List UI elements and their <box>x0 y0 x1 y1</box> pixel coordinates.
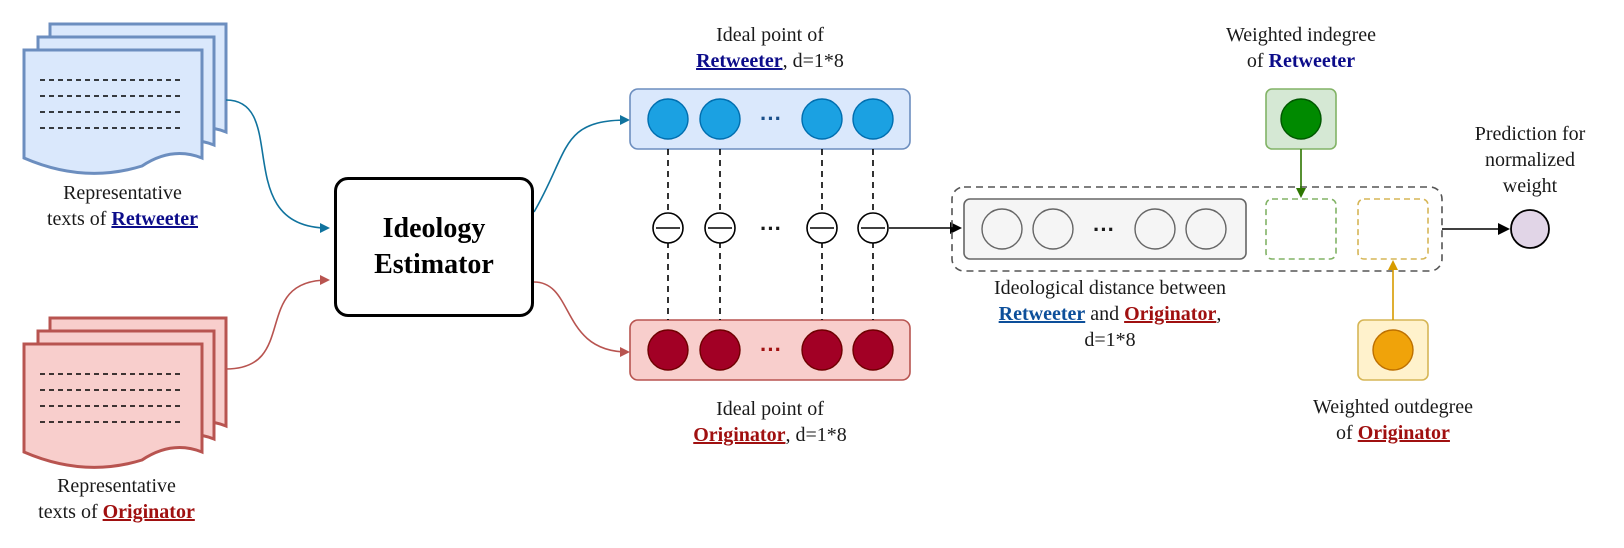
distance-caption-dim: d=1*8 <box>1084 329 1136 351</box>
distance-comma: , <box>1216 303 1222 325</box>
outdegree-caption-prefix: of <box>1336 422 1358 444</box>
distance-vector-node <box>1032 208 1074 250</box>
originator-texts-caption-line1: Representative <box>57 475 176 497</box>
retweeter-vector-ellipsis: ··· <box>760 106 782 131</box>
subtract-operator <box>857 212 889 244</box>
subtraction-ellipsis: ··· <box>760 216 782 241</box>
originator-texts-caption-prefix: texts of <box>38 501 103 523</box>
originator-ideal-point-vector: ··· <box>629 319 911 381</box>
distance-vector-node <box>1134 208 1176 250</box>
distance-caption-line1: Ideological distance between <box>993 277 1227 299</box>
weighted-indegree-node <box>1265 88 1337 150</box>
retweeter-ideal-point-vector: ··· <box>629 88 911 150</box>
weighted-indegree-caption: Weighted indegree of Retweeter <box>1201 22 1401 74</box>
retweeter-vector-node <box>852 98 894 140</box>
subtraction-layer: ··· <box>652 149 889 320</box>
outdegree-slot <box>1357 198 1429 260</box>
originator-vector-node <box>647 329 689 371</box>
distance-vector-ellipsis: ··· <box>1093 217 1115 242</box>
combined-feature-box: ··· <box>951 186 1443 272</box>
indegree-caption-line1: Weighted indegree <box>1226 24 1376 46</box>
originator-vector-node <box>852 329 894 371</box>
originator-texts-to-estimator-arrow <box>225 275 330 370</box>
indegree-retweeter-name: Retweeter <box>1268 50 1356 72</box>
outdegree-originator-name: Originator <box>1357 422 1450 444</box>
retweeter-vector-node <box>699 98 741 140</box>
ideological-distance-caption: Ideological distance between Retweeter a… <box>960 275 1260 353</box>
weighted-outdegree-node <box>1357 319 1429 381</box>
originator-ideal-point-dim: , d=1*8 <box>785 424 847 446</box>
prediction-caption-line3: weight <box>1502 175 1558 197</box>
ideological-distance-vector <box>963 198 1247 260</box>
originator-name: Originator <box>102 501 195 523</box>
originator-vector-node <box>801 329 843 371</box>
retweeter-ideal-point-dim: , d=1*8 <box>782 50 844 72</box>
outdegree-caption-line1: Weighted outdegree <box>1313 396 1473 418</box>
retweeter-vector-node <box>801 98 843 140</box>
ideology-estimator-box: Ideology Estimator <box>334 177 534 317</box>
originator-texts-caption: Representative texts of Originator <box>24 473 209 525</box>
estimator-to-originator-vector-arrow <box>533 281 630 357</box>
subtract-operator <box>652 212 684 244</box>
retweeter-vector-node <box>647 98 689 140</box>
retweeter-name: Retweeter <box>111 208 199 230</box>
prediction-caption-line2: normalized <box>1485 149 1575 171</box>
distance-vector-node <box>1185 208 1227 250</box>
retweeter-texts-caption: Representative texts of Retweeter <box>30 180 215 232</box>
indegree-slot <box>1265 198 1337 260</box>
retweeter-ideal-point-name: Retweeter <box>696 50 783 72</box>
retweeter-texts-caption-prefix: texts of <box>46 208 112 230</box>
retweeter-ideal-point-line1: Ideal point of <box>716 24 824 46</box>
originator-ideal-point-name: Originator <box>693 424 786 446</box>
prediction-caption: Prediction for normalized weight <box>1465 121 1595 199</box>
distance-and: and <box>1085 303 1125 325</box>
subtract-operator <box>704 212 736 244</box>
originator-vector-node <box>699 329 741 371</box>
estimator-title-line1: Ideology <box>382 213 486 244</box>
distance-originator-name: Originator <box>1124 303 1217 325</box>
indegree-caption-prefix: of <box>1246 50 1269 72</box>
retweeter-ideal-point-caption: Ideal point of Retweeter, d=1*8 <box>660 22 880 74</box>
distance-vector-node <box>981 208 1023 250</box>
distance-retweeter-name: Retweeter <box>998 303 1086 325</box>
prediction-caption-line1: Prediction for <box>1474 123 1586 145</box>
subtract-operator <box>806 212 838 244</box>
retweeter-texts-document-stack <box>22 22 228 175</box>
estimator-title-line2: Estimator <box>374 249 494 280</box>
originator-ideal-point-caption: Ideal point of Originator, d=1*8 <box>660 396 880 448</box>
prediction-node <box>1510 209 1550 249</box>
originator-texts-document-stack <box>22 316 228 469</box>
originator-vector-ellipsis: ··· <box>760 337 782 362</box>
weighted-outdegree-caption: Weighted outdegree of Originator <box>1293 394 1493 446</box>
originator-ideal-point-line1: Ideal point of <box>716 398 824 420</box>
retweeter-texts-to-estimator-arrow <box>225 99 330 233</box>
retweeter-texts-caption-line1: Representative <box>63 182 182 204</box>
estimator-to-retweeter-vector-arrow <box>533 115 630 213</box>
